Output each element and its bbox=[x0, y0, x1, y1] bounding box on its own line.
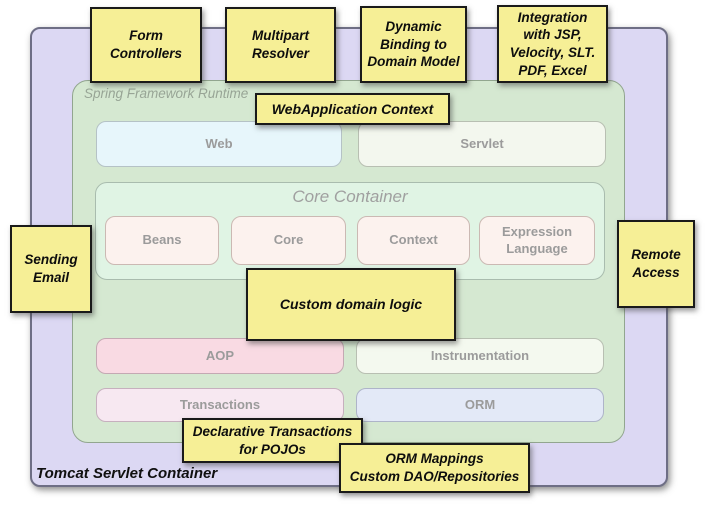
spring-framework-runtime-label: Spring Framework Runtime bbox=[84, 86, 249, 101]
module-orm: ORM bbox=[356, 388, 604, 422]
note-declarative-transactions: Declarative Transactions for POJOs bbox=[182, 418, 363, 463]
note-webapplication-context: WebApplication Context bbox=[255, 93, 450, 125]
module-beans: Beans bbox=[105, 216, 219, 265]
module-web: Web bbox=[96, 121, 342, 167]
note-remote-access: Remote Access bbox=[617, 220, 695, 308]
note-integration-views: Integration with JSP, Velocity, SLT. PDF… bbox=[497, 5, 608, 83]
note-orm-mappings: ORM Mappings Custom DAO/Repositories bbox=[339, 443, 530, 493]
module-context: Context bbox=[357, 216, 470, 265]
note-custom-domain-logic: Custom domain logic bbox=[246, 268, 456, 341]
module-instrumentation: Instrumentation bbox=[356, 338, 604, 374]
core-container-label: Core Container bbox=[292, 187, 408, 206]
module-transactions: Transactions bbox=[96, 388, 344, 422]
note-form-controllers: Form Controllers bbox=[90, 7, 202, 83]
note-multipart-resolver: Multipart Resolver bbox=[225, 7, 336, 83]
module-aop: AOP bbox=[96, 338, 344, 374]
note-dynamic-binding: Dynamic Binding to Domain Model bbox=[360, 6, 467, 83]
module-servlet: Servlet bbox=[358, 121, 606, 167]
tomcat-servlet-container-label: Tomcat Servlet Container bbox=[36, 465, 218, 482]
note-sending-email: Sending Email bbox=[10, 225, 92, 313]
module-expression-language: Expression Language bbox=[479, 216, 595, 265]
module-core: Core bbox=[231, 216, 346, 265]
